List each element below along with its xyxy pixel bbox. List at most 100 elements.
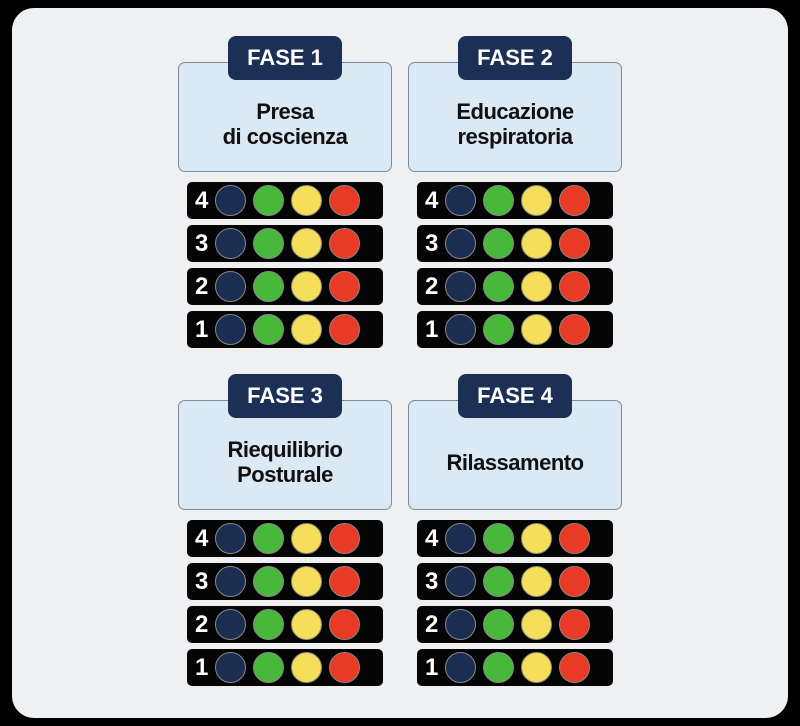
level-row: 3 <box>187 225 383 262</box>
level-number: 3 <box>195 567 209 595</box>
level-row: 3 <box>187 563 383 600</box>
yellow-indicator-circle <box>291 566 322 597</box>
green-indicator-circle <box>253 609 284 640</box>
navy-indicator-circle <box>215 271 246 302</box>
background-panel <box>12 8 788 718</box>
yellow-indicator-circle <box>521 271 552 302</box>
navy-indicator-circle <box>215 523 246 554</box>
level-number: 2 <box>195 610 209 638</box>
red-indicator-circle <box>329 566 360 597</box>
level-row: 2 <box>187 268 383 305</box>
level-number: 2 <box>195 272 209 300</box>
yellow-indicator-circle <box>291 228 322 259</box>
level-number: 2 <box>425 610 439 638</box>
phase-badge: FASE 2 <box>458 36 572 80</box>
level-number: 4 <box>425 186 439 214</box>
yellow-indicator-circle <box>521 228 552 259</box>
level-row: 4 <box>187 182 383 219</box>
green-indicator-circle <box>483 609 514 640</box>
green-indicator-circle <box>253 185 284 216</box>
green-indicator-circle <box>253 652 284 683</box>
green-indicator-circle <box>483 228 514 259</box>
phase-title: Rilassamento <box>446 449 584 475</box>
level-number: 4 <box>425 524 439 552</box>
level-number: 4 <box>195 186 209 214</box>
navy-indicator-circle <box>445 523 476 554</box>
green-indicator-circle <box>483 185 514 216</box>
yellow-indicator-circle <box>291 652 322 683</box>
phase-badge: FASE 4 <box>458 374 572 418</box>
navy-indicator-circle <box>445 566 476 597</box>
level-row: 2 <box>417 268 613 305</box>
green-indicator-circle <box>253 228 284 259</box>
green-indicator-circle <box>253 314 284 345</box>
level-rows: 4 3 2 1 <box>187 182 383 354</box>
red-indicator-circle <box>559 652 590 683</box>
yellow-indicator-circle <box>291 523 322 554</box>
red-indicator-circle <box>559 271 590 302</box>
navy-indicator-circle <box>215 652 246 683</box>
green-indicator-circle <box>483 271 514 302</box>
level-number: 1 <box>195 653 209 681</box>
yellow-indicator-circle <box>521 609 552 640</box>
navy-indicator-circle <box>215 185 246 216</box>
navy-indicator-circle <box>215 314 246 345</box>
level-row: 1 <box>417 649 613 686</box>
phase-badge: FASE 3 <box>228 374 342 418</box>
yellow-indicator-circle <box>291 314 322 345</box>
level-number: 1 <box>425 653 439 681</box>
level-row: 4 <box>417 182 613 219</box>
green-indicator-circle <box>483 523 514 554</box>
red-indicator-circle <box>329 523 360 554</box>
navy-indicator-circle <box>215 609 246 640</box>
red-indicator-circle <box>559 523 590 554</box>
navy-indicator-circle <box>445 609 476 640</box>
level-rows: 4 3 2 1 <box>417 520 613 692</box>
yellow-indicator-circle <box>291 609 322 640</box>
level-row: 3 <box>417 225 613 262</box>
navy-indicator-circle <box>445 652 476 683</box>
navy-indicator-circle <box>445 271 476 302</box>
level-number: 2 <box>425 272 439 300</box>
phase-badge: FASE 1 <box>228 36 342 80</box>
red-indicator-circle <box>559 609 590 640</box>
level-number: 1 <box>195 315 209 343</box>
level-number: 4 <box>195 524 209 552</box>
level-number: 3 <box>195 229 209 257</box>
yellow-indicator-circle <box>521 652 552 683</box>
level-number: 3 <box>425 567 439 595</box>
yellow-indicator-circle <box>521 566 552 597</box>
level-row: 2 <box>187 606 383 643</box>
yellow-indicator-circle <box>521 523 552 554</box>
navy-indicator-circle <box>445 228 476 259</box>
phase-header-box: Educazione respiratoria <box>408 62 622 172</box>
level-row: 1 <box>417 311 613 348</box>
phase-title: Educazione respiratoria <box>456 99 574 149</box>
yellow-indicator-circle <box>291 185 322 216</box>
level-number: 1 <box>425 315 439 343</box>
phase-header-box: Presa di coscienza <box>178 62 392 172</box>
red-indicator-circle <box>329 652 360 683</box>
phase-header-box: Rilassamento <box>408 400 622 510</box>
level-row: 3 <box>417 563 613 600</box>
navy-indicator-circle <box>215 228 246 259</box>
green-indicator-circle <box>253 523 284 554</box>
phase-title: Presa di coscienza <box>222 99 348 149</box>
red-indicator-circle <box>559 185 590 216</box>
red-indicator-circle <box>329 314 360 345</box>
green-indicator-circle <box>253 271 284 302</box>
level-row: 4 <box>417 520 613 557</box>
level-row: 1 <box>187 311 383 348</box>
green-indicator-circle <box>483 652 514 683</box>
level-rows: 4 3 2 1 <box>417 182 613 354</box>
red-indicator-circle <box>559 314 590 345</box>
red-indicator-circle <box>329 228 360 259</box>
yellow-indicator-circle <box>291 271 322 302</box>
green-indicator-circle <box>253 566 284 597</box>
red-indicator-circle <box>329 185 360 216</box>
navy-indicator-circle <box>445 314 476 345</box>
green-indicator-circle <box>483 314 514 345</box>
level-row: 4 <box>187 520 383 557</box>
red-indicator-circle <box>559 228 590 259</box>
red-indicator-circle <box>559 566 590 597</box>
